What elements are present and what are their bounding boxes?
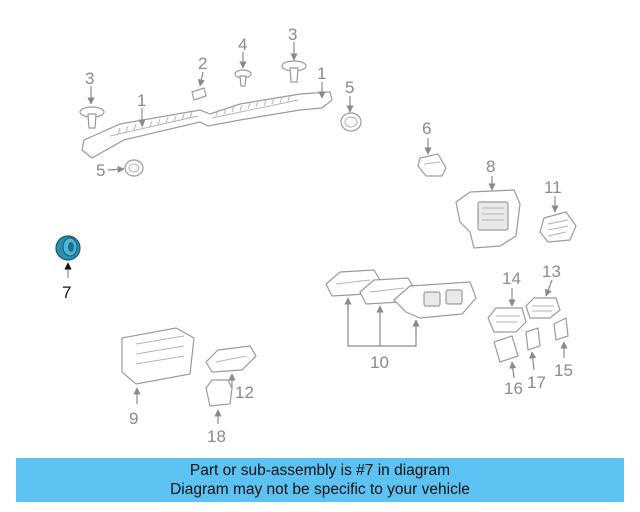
leader-lines [64,42,568,424]
bracket-part-17 [525,327,541,351]
parts-diagram: 3 1 2 4 3 1 5 5 6 8 11 7 14 13 10 15 16 … [55,25,577,446]
callout-10: 10 [370,353,389,372]
callout-6: 6 [422,119,431,138]
register-part-13 [525,297,561,319]
callout-labels: 3 1 2 4 3 1 5 5 6 8 11 7 14 13 10 15 16 … [62,25,573,446]
banner-line-1: Part or sub-assembly is #7 in diagram [189,462,451,479]
vent-part-12 [205,345,257,373]
clip-part-3-right [281,60,307,83]
register-part-14 [487,307,527,333]
center-register-part-8 [455,189,521,249]
callout-8: 8 [486,157,495,176]
screw-part-4 [234,69,252,87]
callout-2: 2 [198,54,207,73]
callout-9: 9 [129,409,138,428]
callout-15: 15 [554,361,573,380]
callout-5-right: 5 [345,78,354,97]
duct-part-9 [121,327,195,385]
clip-part-2 [191,87,207,101]
clip-part-3-left [79,106,105,129]
callout-3-right: 3 [288,25,297,44]
callout-16: 16 [504,379,523,398]
callout-11: 11 [544,178,562,197]
grommet-part-5-right [340,112,362,132]
defroster-duct-part [81,91,333,159]
side-register-part-11 [539,211,577,243]
callout-18: 18 [207,427,226,446]
callout-3-left: 3 [85,69,94,88]
callout-14: 14 [502,269,521,288]
housing-part-16 [493,335,519,363]
callout-1-left: 1 [137,91,146,110]
grommet-part-5-left [124,159,144,177]
callout-4: 4 [238,35,247,54]
callout-12: 12 [235,383,254,402]
bracket-part-15 [553,317,569,341]
callout-13: 13 [542,262,561,281]
vent-part-6 [417,153,447,177]
callout-1-right: 1 [317,64,326,83]
banner-line-2: Diagram may not be specific to your vehi… [170,481,470,498]
info-banner: Part or sub-assembly is #7 in diagram Di… [16,458,624,502]
callout-5-left: 5 [96,161,105,180]
callout-17: 17 [527,373,546,392]
cap-part-18 [205,379,233,407]
knob-part-7-highlighted [55,235,81,261]
callout-7-highlighted: 7 [62,283,71,302]
vent-group-part-10 [325,269,477,319]
